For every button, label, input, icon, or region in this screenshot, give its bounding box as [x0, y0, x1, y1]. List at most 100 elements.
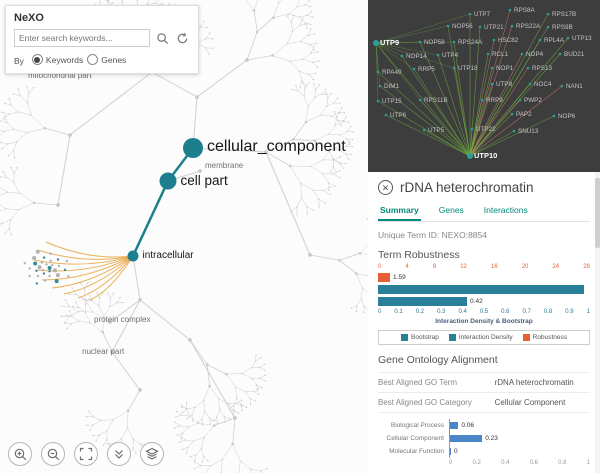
axis-tick: 0.7	[522, 309, 531, 315]
robustness-heading: Term Robustness	[378, 249, 460, 261]
gene-network-canvas[interactable]: UTP7 RPS8A RPS17B NOP56 UTP21 RPS22A RPS9B UTP9…	[368, 0, 600, 172]
gene-label[interactable]: UTP4	[442, 52, 459, 59]
robustness-bar-bootstrap	[378, 285, 590, 294]
radio-keywords[interactable]: Keywords	[31, 54, 87, 65]
gene-label[interactable]: RRP9	[486, 97, 503, 104]
gene-label[interactable]: BUD21	[564, 51, 585, 58]
legend-item: Interaction Density	[448, 334, 513, 341]
gene-label[interactable]: PWP2	[524, 97, 542, 104]
gene-label[interactable]: RPS13	[532, 65, 552, 72]
search-by-label: By	[14, 55, 24, 66]
reset-icon[interactable]	[174, 30, 190, 46]
tab-summary[interactable]: Summary	[378, 202, 421, 221]
gene-label[interactable]: UTP18	[458, 65, 478, 72]
axis-tick: 0.2	[472, 460, 481, 466]
gene-label[interactable]: RRP5	[418, 66, 435, 73]
axis-tick: 1	[586, 460, 590, 466]
gene-label[interactable]: UTP9	[380, 38, 399, 47]
gene-label[interactable]: NOP56	[452, 23, 473, 30]
fit-to-screen-button[interactable]	[74, 442, 98, 466]
gene-label[interactable]: NAN1	[566, 83, 583, 90]
gene-label[interactable]: RPL4A	[544, 37, 565, 44]
go-bar	[450, 422, 459, 429]
gene-label[interactable]: RPS24A	[458, 39, 483, 46]
zoom-in-icon	[14, 448, 27, 461]
scrollbar-thumb[interactable]	[595, 178, 600, 248]
axis-tick: 0.8	[543, 309, 553, 315]
gene-label[interactable]: RPS11B	[424, 97, 448, 104]
gene-label[interactable]: RCL1	[492, 51, 509, 58]
axis-tick: 24	[552, 264, 560, 270]
legend-item: Robustness	[522, 334, 567, 341]
detail-header: ✕ rDNA heterochromatin	[378, 180, 590, 195]
gene-label[interactable]: NOP14	[406, 53, 427, 60]
gene-label[interactable]: HSC82	[498, 37, 519, 44]
gene-label[interactable]: NOC4	[534, 81, 552, 88]
axis-tick: 0.1	[394, 309, 403, 315]
radio-genes[interactable]: Genes	[87, 54, 130, 65]
gene-label[interactable]: UTP6	[390, 112, 407, 119]
graph-node-label[interactable]: cell part	[180, 172, 228, 188]
zoom-in-button[interactable]	[8, 442, 32, 466]
app-title: NeXO	[14, 12, 44, 24]
gene-label[interactable]: UTP10	[474, 151, 497, 160]
gene-network-panel[interactable]: UTP7 RPS8A RPS17B NOP56 UTP21 RPS22A RPS9B UTP9…	[368, 0, 600, 172]
gene-label[interactable]: NOP58	[424, 39, 445, 46]
zoom-out-icon	[47, 448, 60, 461]
gene-label[interactable]: UTP21	[484, 24, 504, 31]
zoom-out-button[interactable]	[41, 442, 65, 466]
gene-label[interactable]: SNU13	[518, 128, 539, 135]
layers-button[interactable]	[140, 442, 164, 466]
gene-label[interactable]: UTP15	[382, 98, 402, 105]
gene-label[interactable]: UTP8	[496, 81, 513, 88]
gene-label[interactable]: NOP4	[526, 51, 544, 58]
graph-node-label[interactable]: cellular_component	[207, 138, 346, 156]
gene-label[interactable]: RPA49	[382, 69, 402, 76]
gene-label[interactable]: UTP13	[572, 35, 592, 42]
gene-label[interactable]: RPS22A	[516, 23, 541, 30]
collapse-button[interactable]	[107, 442, 131, 466]
go-category-label: Cellular Component	[386, 435, 444, 442]
gene-label[interactable]: DIM1	[384, 83, 400, 90]
go-row-key: Best Aligned GO Category	[378, 398, 472, 407]
gene-label[interactable]: RPS17B	[552, 11, 576, 18]
radio-icon	[87, 54, 99, 65]
layers-icon	[145, 447, 159, 460]
gene-label[interactable]: UTP5	[428, 127, 445, 134]
radio-icon	[31, 54, 43, 65]
gene-label[interactable]: UTP7	[474, 11, 491, 18]
gene-label[interactable]: PAP2	[516, 111, 532, 118]
graph-node-label[interactable]: intracellular	[142, 249, 194, 261]
gene-label[interactable]: NOP6	[558, 113, 576, 120]
gene-label[interactable]: UTP22	[476, 126, 496, 133]
axis-tick: 0.4	[458, 309, 467, 315]
graph-term-label[interactable]: mitochondrial part	[28, 71, 92, 80]
gene-label[interactable]: RPS9B	[552, 24, 573, 31]
axis-tick: 0	[449, 460, 453, 466]
search-input[interactable]	[14, 29, 150, 47]
tab-interactions[interactable]: Interactions	[483, 205, 528, 215]
axis-tick: 0.5	[479, 309, 489, 315]
axis-tick: 28	[583, 264, 590, 270]
search-icon[interactable]	[154, 30, 170, 46]
axis-tick: 0.3	[437, 309, 446, 315]
graph-term-label[interactable]: nuclear part	[82, 347, 125, 356]
detail-scrollbar[interactable]	[595, 172, 600, 473]
legend-label: Robustness	[532, 334, 567, 341]
gene-label[interactable]: NOP1	[496, 65, 514, 72]
go-bar-value: 0.23	[485, 435, 498, 442]
tab-genes[interactable]: Genes	[438, 205, 464, 215]
close-icon[interactable]: ✕	[378, 180, 393, 195]
robustness-axis-label: Interaction Density & Bootstrap	[435, 318, 533, 325]
gene-label[interactable]: RPS8A	[514, 7, 535, 14]
graph-term-label[interactable]: membrane	[205, 161, 244, 170]
graph-term-label[interactable]: protein complex	[94, 315, 151, 324]
axis-tick: 16	[490, 264, 498, 270]
go-category-label: Molecular Function	[389, 448, 444, 455]
